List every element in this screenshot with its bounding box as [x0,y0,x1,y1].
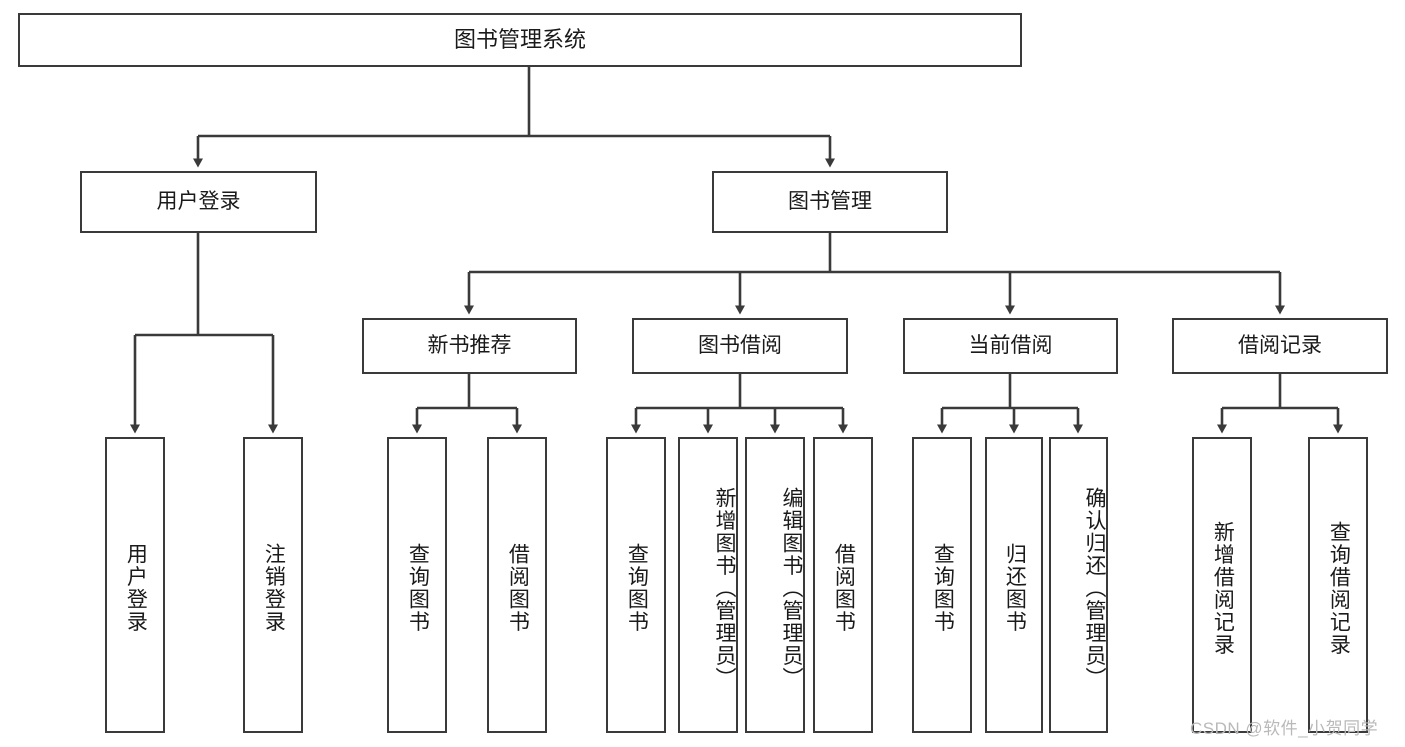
leaf-confirm-return[interactable]: 确认归还（管理员） [1049,437,1108,733]
csdn-watermark: CSDN @软件_小贺同学 [1190,719,1379,738]
node-new-book-recommend-label: 新书推荐 [427,333,512,357]
leaf-add-book[interactable]: 新增图书（管理员） [678,437,738,733]
leaf-return-book-label: 归还图书 [1003,543,1027,633]
node-current-borrow[interactable]: 当前借阅 [903,318,1118,374]
leaf-user-logout[interactable]: 注销登录 [243,437,303,733]
leaf-confirm-return-label: 确认归还（管理员） [1083,486,1106,690]
leaf-query-book-2[interactable]: 查询图书 [606,437,666,733]
leaf-add-record-label: 新增借阅记录 [1211,520,1235,656]
leaf-borrow-book-1-label: 借阅图书 [506,543,530,633]
leaf-add-record[interactable]: 新增借阅记录 [1192,437,1252,733]
node-user-login-label: 用户登录 [156,189,241,213]
node-book-management-label: 图书管理 [788,189,872,213]
node-borrow-record[interactable]: 借阅记录 [1172,318,1388,374]
node-root[interactable]: 图书管理系统 [18,13,1022,67]
node-book-management[interactable]: 图书管理 [712,171,948,233]
leaf-query-book-3[interactable]: 查询图书 [912,437,972,733]
leaf-query-record-label: 查询借阅记录 [1327,520,1351,656]
node-root-label: 图书管理系统 [453,27,586,53]
node-new-book-recommend[interactable]: 新书推荐 [362,318,577,374]
leaf-query-book-1[interactable]: 查询图书 [387,437,447,733]
leaf-query-book-1-label: 查询图书 [406,543,430,633]
node-current-borrow-label: 当前借阅 [968,333,1053,357]
node-book-borrow[interactable]: 图书借阅 [632,318,848,374]
leaf-user-login-label: 用户登录 [124,543,148,633]
node-book-borrow-label: 图书借阅 [698,333,782,357]
leaf-query-record[interactable]: 查询借阅记录 [1308,437,1368,733]
leaf-edit-book[interactable]: 编辑图书（管理员） [745,437,805,733]
leaf-query-book-2-label: 查询图书 [625,543,649,633]
node-borrow-record-label: 借阅记录 [1238,333,1322,357]
leaf-edit-book-label: 编辑图书（管理员） [780,486,803,690]
leaf-query-book-3-label: 查询图书 [931,543,955,633]
node-user-login[interactable]: 用户登录 [80,171,317,233]
leaf-user-logout-label: 注销登录 [262,543,286,633]
leaf-borrow-book-2[interactable]: 借阅图书 [813,437,873,733]
leaf-borrow-book-2-label: 借阅图书 [832,543,856,633]
leaf-user-login[interactable]: 用户登录 [105,437,165,733]
leaf-return-book[interactable]: 归还图书 [985,437,1043,733]
leaf-borrow-book-1[interactable]: 借阅图书 [487,437,547,733]
leaf-add-book-label: 新增图书（管理员） [713,486,736,690]
